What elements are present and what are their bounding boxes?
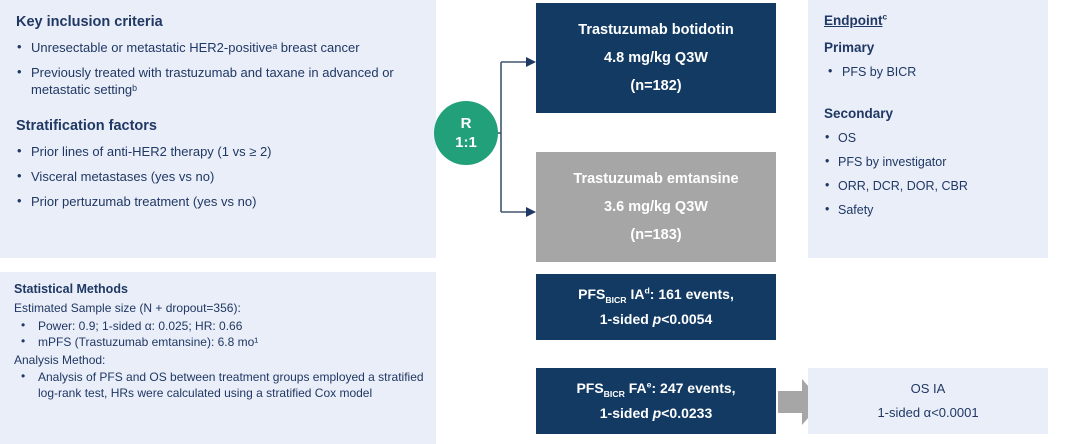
pfs-p-symbol: p [652,311,662,327]
os-ia-title: OS IA [910,381,946,396]
primary-endpoint-list: PFS by BICR [824,63,1048,80]
pfs-p-value: <0.0233 [661,405,713,421]
endpoints-panel: Endpointc Primary PFS by BICR Secondary … [808,0,1048,258]
key-inclusion-criteria-panel: Key inclusion criteria Unresectable or m… [0,0,436,258]
pfs-p-value: <0.0054 [661,311,713,327]
sample-size-line: Estimated Sample size (N + dropout=356): [14,301,241,315]
statistical-methods-panel: Statistical Methods Estimated Sample siz… [0,272,436,444]
statistical-methods-title: Statistical Methods [14,282,128,296]
list-item: Power: 0.9; 1-sided α: 0.025; HR: 0.66 [12,318,424,335]
pfs-subscript: BICR [605,294,627,305]
treatment-arm-experimental: Trastuzumab botidotin 4.8 mg/kg Q3W (n=1… [536,3,776,113]
list-item: OS [824,129,1048,146]
list-item: Previously treated with trastuzumab and … [14,63,422,98]
arm-sample-size: (n=183) [630,227,682,243]
os-interim-analysis-box: OS IA 1-sided α<0.0001 [808,368,1048,434]
pfs-fa-events-line: PFSBICR FAe: 247 events, [576,376,735,401]
os-ia-alpha: 1-sided α<0.0001 [877,405,979,420]
list-item: Prior pertuzumab treatment (yes vs no) [14,192,422,210]
list-item: ORR, DCR, DOR, CBR [824,177,1048,194]
pfs-ia-events-line: PFSBICR IAd: 161 events, [578,282,734,307]
secondary-endpoint-list: OS PFS by investigator ORR, DCR, DOR, CB… [824,129,1048,218]
pfs-final-analysis-box: PFSBICR FAe: 247 events, 1-sided p<0.023… [536,368,776,434]
stratification-factors-list: Prior lines of anti-HER2 therapy (1 vs ≥… [14,142,422,210]
pfs-ia-alpha-line: 1-sided p<0.0054 [600,307,712,332]
arm-sample-size: (n=182) [630,78,682,94]
randomization-node: R 1:1 [434,101,498,165]
pfs-metric: PFS [578,286,606,302]
arm-dose: 4.8 mg/kg Q3W [604,50,708,66]
pfs-fa-alpha-line: 1-sided p<0.0233 [600,401,712,426]
analysis-method-line: Analysis Method: [14,352,106,367]
inclusion-title: Key inclusion criteria [16,14,163,30]
arm-drug-name: Trastuzumab emtansine [573,171,739,187]
pfs-sided-prefix: 1-sided [599,311,653,327]
pfs-events: : 161 events, [649,286,734,302]
randomization-ratio: 1:1 [455,134,477,151]
treatment-arm-control: Trastuzumab emtansine 3.6 mg/kg Q3W (n=1… [536,152,776,262]
inclusion-criteria-list: Unresectable or metastatic HER2-positive… [14,38,422,98]
pfs-p-symbol: p [652,405,662,421]
secondary-endpoint-heading: Secondary [824,106,894,121]
pfs-events: : 247 events, [651,380,736,396]
list-item: Visceral metastases (yes vs no) [14,167,422,185]
primary-endpoint-heading: Primary [824,40,875,55]
list-item: Safety [824,201,1048,218]
arm-drug-name: Trastuzumab botidotin [578,22,734,38]
pfs-subscript: BICR [603,388,625,399]
endpoints-title: Endpointc [824,11,888,28]
list-item: PFS by investigator [824,153,1048,170]
arrow-head-experimental [526,57,536,67]
pfs-sided-prefix: 1-sided [599,405,653,421]
list-item: mPFS (Trastuzumab emtansine): 6.8 mo¹ [12,334,424,351]
arm-dose: 3.6 mg/kg Q3W [604,199,708,215]
randomization-label: R [460,115,472,132]
pfs-footnote: d [644,285,650,296]
pfs-metric: PFS [576,380,604,396]
arrow-head-control [526,207,536,217]
endpoints-title-footnote: c [882,11,888,22]
stratification-title: Stratification factors [16,118,157,134]
pfs-footnote: e [646,379,652,390]
sample-size-list: Power: 0.9; 1-sided α: 0.025; HR: 0.66 m… [12,318,424,351]
pfs-interim-analysis-box: PFSBICR IAd: 161 events, 1-sided p<0.005… [536,274,776,340]
endpoints-title-text: Endpoint [824,13,883,28]
list-item: PFS by BICR [824,63,1048,80]
pfs-analysis-type: FA [628,380,647,396]
list-item: Prior lines of anti-HER2 therapy (1 vs ≥… [14,142,422,160]
list-item: Analysis of PFS and OS between treatment… [12,369,424,401]
analysis-method-list: Analysis of PFS and OS between treatment… [12,369,424,401]
list-item: Unresectable or metastatic HER2-positive… [14,38,422,56]
pfs-analysis-type: IA [630,286,645,302]
